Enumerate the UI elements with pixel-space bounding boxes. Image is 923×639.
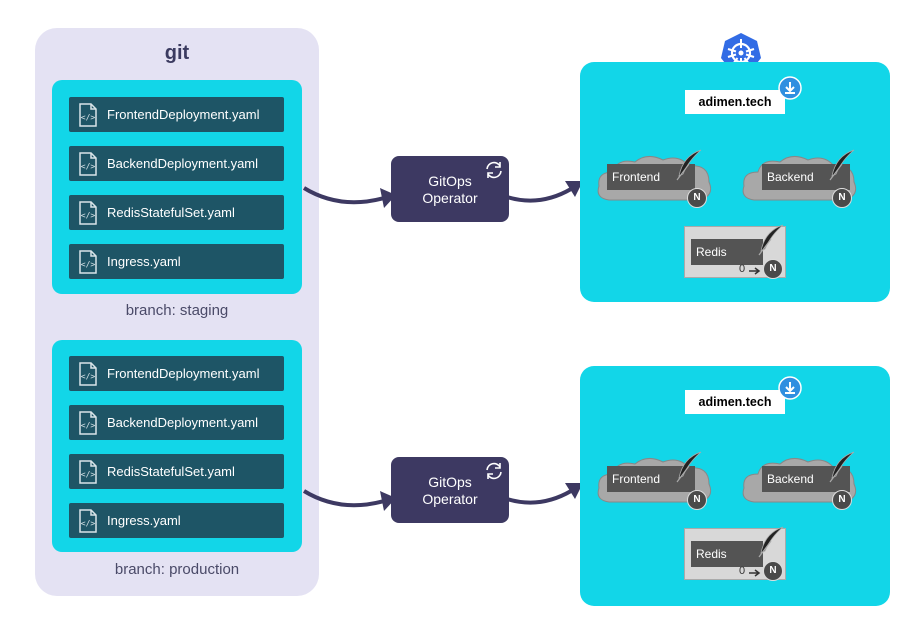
service-label: Frontend (607, 164, 695, 190)
file-name: RedisStatefulSet.yaml (107, 205, 235, 220)
file-name: FrontendDeployment.yaml (107, 107, 260, 122)
svg-text:</>: </> (81, 162, 96, 171)
code-file-icon: </> (78, 151, 98, 176)
code-file-icon: </> (78, 459, 98, 484)
service-label: Frontend (607, 466, 695, 492)
code-file-icon: </> (78, 410, 98, 435)
file-name: RedisStatefulSet.yaml (107, 464, 235, 479)
git-repository-panel: git </> FrontendDeployment.yaml </> Back… (35, 28, 319, 596)
cluster-production: adimen.tech Frontend N Backend N Redis (580, 366, 890, 606)
node-badge: N (832, 188, 852, 208)
file-frontend-deployment-production[interactable]: </> FrontendDeployment.yaml (69, 356, 284, 391)
arrow-git-to-operator-production (302, 489, 396, 511)
feather-icon (758, 224, 784, 256)
node-badge: N (763, 561, 783, 581)
file-ingress-production[interactable]: </> Ingress.yaml (69, 503, 284, 538)
arrow-right-icon (749, 267, 761, 275)
branch-label-staging: branch: staging (125, 302, 229, 319)
operator-label-line2: Operator (422, 190, 478, 206)
download-icon (778, 76, 802, 100)
file-redis-statefulset-staging[interactable]: </> RedisStatefulSet.yaml (69, 195, 284, 230)
branch-production-box: </> FrontendDeployment.yaml </> BackendD… (52, 340, 302, 552)
file-name: FrontendDeployment.yaml (107, 366, 260, 381)
service-redis[interactable]: Redis 0 N (684, 224, 786, 279)
feather-icon (676, 451, 702, 483)
node-badge: N (832, 490, 852, 510)
file-name: BackendDeployment.yaml (107, 156, 259, 171)
file-redis-statefulset-production[interactable]: </> RedisStatefulSet.yaml (69, 454, 284, 489)
code-file-icon: </> (78, 508, 98, 533)
file-name: Ingress.yaml (107, 254, 181, 269)
cluster-staging: adimen.tech Frontend N Backend N Redis (580, 62, 890, 302)
file-name: BackendDeployment.yaml (107, 415, 259, 430)
feather-icon (829, 149, 855, 181)
sync-icon (486, 161, 502, 179)
arrow-right-icon (749, 569, 761, 577)
file-frontend-deployment-staging[interactable]: </> FrontendDeployment.yaml (69, 97, 284, 132)
gitops-operator-staging[interactable]: GitOps Operator (391, 156, 509, 222)
branch-label-production: branch: production (114, 561, 240, 578)
svg-text:</>: </> (81, 421, 96, 430)
svg-text:</>: </> (81, 372, 96, 381)
svg-text:</>: </> (81, 260, 96, 269)
code-file-icon: </> (78, 200, 98, 225)
sync-icon (486, 462, 502, 480)
feather-icon (829, 451, 855, 483)
feather-icon (676, 149, 702, 181)
code-file-icon: </> (78, 102, 98, 127)
git-title: git (164, 42, 190, 64)
service-redis[interactable]: Redis 0 N (684, 526, 786, 581)
branch-staging-box: </> FrontendDeployment.yaml </> BackendD… (52, 80, 302, 294)
file-name: Ingress.yaml (107, 513, 181, 528)
ingress-domain[interactable]: adimen.tech (685, 390, 785, 414)
redis-replica-index: 0 (739, 263, 746, 275)
svg-text:</>: </> (81, 211, 96, 220)
feather-icon (758, 526, 784, 558)
file-backend-deployment-production[interactable]: </> BackendDeployment.yaml (69, 405, 284, 440)
service-label: Redis (691, 239, 763, 265)
service-frontend[interactable]: Frontend N (595, 149, 715, 210)
file-ingress-staging[interactable]: </> Ingress.yaml (69, 244, 284, 279)
code-file-icon: </> (78, 361, 98, 386)
file-backend-deployment-staging[interactable]: </> BackendDeployment.yaml (69, 146, 284, 181)
node-badge: N (763, 259, 783, 279)
operator-label-line1: GitOps (428, 173, 472, 189)
arrow-operator-to-cluster-production (506, 483, 583, 505)
operator-label-line2: Operator (422, 491, 478, 507)
node-badge: N (687, 188, 707, 208)
redis-replica-index: 0 (739, 565, 746, 577)
svg-text:</>: </> (81, 113, 96, 122)
service-frontend[interactable]: Frontend N (595, 451, 715, 512)
service-label: Redis (691, 541, 763, 567)
download-icon (778, 376, 802, 400)
code-file-icon: </> (78, 249, 98, 274)
svg-text:</>: </> (81, 519, 96, 528)
arrow-operator-to-cluster-staging (506, 181, 583, 203)
ingress-domain[interactable]: adimen.tech (685, 90, 785, 114)
svg-text:</>: </> (81, 470, 96, 479)
arrow-git-to-operator-staging (302, 186, 396, 208)
operator-label-line1: GitOps (428, 474, 472, 490)
service-backend[interactable]: Backend N (740, 451, 860, 512)
gitops-operator-production[interactable]: GitOps Operator (391, 457, 509, 523)
service-label: Backend (762, 466, 850, 492)
service-backend[interactable]: Backend N (740, 149, 860, 210)
node-badge: N (687, 490, 707, 510)
